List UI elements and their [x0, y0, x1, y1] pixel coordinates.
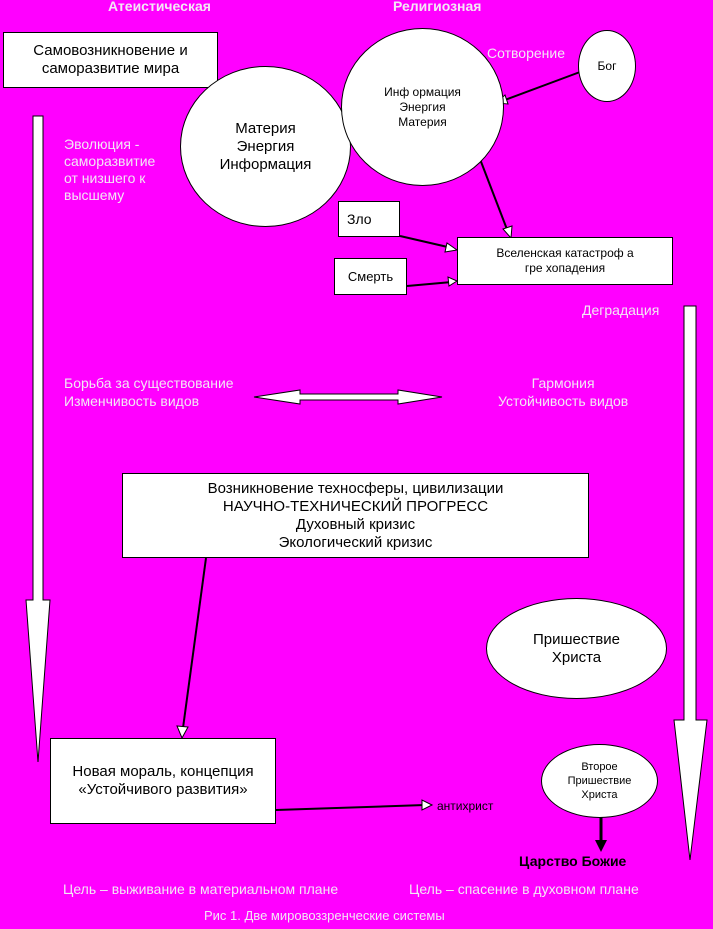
- god-ellipse: Бог: [578, 30, 636, 102]
- evolution-line-1: Эволюция -: [64, 136, 140, 152]
- technosphere-line-4: Экологический кризис: [278, 533, 433, 551]
- coming-line-2: Христа: [551, 648, 602, 666]
- right-degradation-arrow: [673, 305, 708, 861]
- left-evolution-arrow: [25, 115, 51, 763]
- catastrophe-line-2: гре хопадения: [524, 261, 606, 275]
- technosphere-line-3: Духовный кризис: [295, 515, 416, 533]
- information-line-2: Энергия: [399, 99, 446, 114]
- smert-box: Смерть: [334, 258, 407, 295]
- matter-line-3: Информация: [219, 155, 312, 173]
- new-moral-line-1: Новая мораль, концепция: [72, 763, 254, 780]
- catastrophe-box: Вселенская катастроф а гре хопадения: [457, 237, 673, 285]
- zlo-box: Зло: [338, 201, 400, 237]
- new-moral-box: Новая мораль, концепция «Устойчивого раз…: [50, 738, 276, 824]
- self-origin-line-2: саморазвитие мира: [41, 60, 180, 77]
- technosphere-line-2: НАУЧНО-ТЕХНИЧЕСКИЙ ПРОГРЕСС: [222, 497, 489, 515]
- arrow-smert-to-catastrophe: [406, 281, 453, 287]
- catastrophe-line-1: Вселенская катастроф а: [496, 246, 634, 260]
- label-goal-material: Цель – выживание в материальном плане: [63, 881, 339, 897]
- label-evolution: Эволюция - саморазвитие от низшего к выс…: [64, 136, 155, 204]
- coming-line-1: Пришествие: [533, 630, 620, 648]
- matter-ellipse: Материя Энергия Информация: [180, 66, 351, 227]
- second-coming-line-1: Второе: [581, 761, 618, 773]
- second-coming-line-2: Пришествие: [567, 775, 632, 787]
- technosphere-line-1: Возникновение техносферы, цивилизации: [207, 479, 504, 497]
- matter-line-1: Материя: [235, 119, 296, 137]
- arrow-god-to-information: [501, 71, 581, 102]
- self-origin-line-1: Самовозникновение и: [33, 42, 188, 59]
- information-ellipse: Инф ормация Энергия Материя: [341, 28, 504, 186]
- evolution-line-3: от низшего к: [64, 170, 146, 186]
- arrow-zlo-to-catastrophe: [399, 235, 453, 249]
- new-moral-line-2: «Устойчивого развития»: [78, 781, 248, 798]
- second-coming-line-3: Христа: [581, 789, 618, 801]
- label-goal-spiritual: Цель – спасение в духовном плане: [409, 881, 639, 897]
- struggle-line-1: Борьба за существование: [64, 375, 234, 391]
- arrow-moral-to-antichrist: [275, 804, 426, 811]
- smert-label: Смерть: [347, 269, 394, 284]
- label-kingdom: Царство Божие: [519, 853, 627, 869]
- harmony-line-1: Гармония: [531, 375, 595, 391]
- header-atheistic: Атеистическая: [108, 0, 211, 14]
- figure-caption: Рис 1. Две мировоззренческие системы: [204, 908, 445, 923]
- information-line-1: Инф ормация: [384, 84, 461, 99]
- label-degradation: Деградация: [582, 302, 660, 318]
- header-religious: Религиозная: [393, 0, 482, 14]
- label-antichrist: антихрист: [437, 799, 494, 813]
- double-arrow: [253, 389, 443, 405]
- second-coming-ellipse: Второе Пришествие Христа: [541, 744, 658, 818]
- zlo-label: Зло: [347, 211, 372, 227]
- coming-ellipse: Пришествие Христа: [486, 598, 667, 699]
- self-origin-box: Самовозникновение и саморазвитие мира: [3, 32, 218, 88]
- arrow-technosphere-to-moral: [182, 557, 207, 729]
- harmony-line-2: Устойчивость видов: [498, 393, 629, 409]
- matter-line-2: Энергия: [236, 137, 295, 155]
- evolution-line-4: высшему: [64, 187, 125, 203]
- label-sotvorenie: Сотворение: [487, 45, 565, 61]
- evolution-line-2: саморазвитие: [64, 153, 156, 169]
- information-line-3: Материя: [398, 114, 447, 129]
- label-struggle: Борьба за существование Изменчивость вид…: [64, 374, 234, 410]
- label-harmony: Гармония Устойчивость видов: [498, 374, 628, 410]
- god-label: Бог: [597, 59, 617, 73]
- technosphere-box: Возникновение техносферы, цивилизации НА…: [122, 473, 589, 558]
- struggle-line-2: Изменчивость видов: [64, 393, 200, 409]
